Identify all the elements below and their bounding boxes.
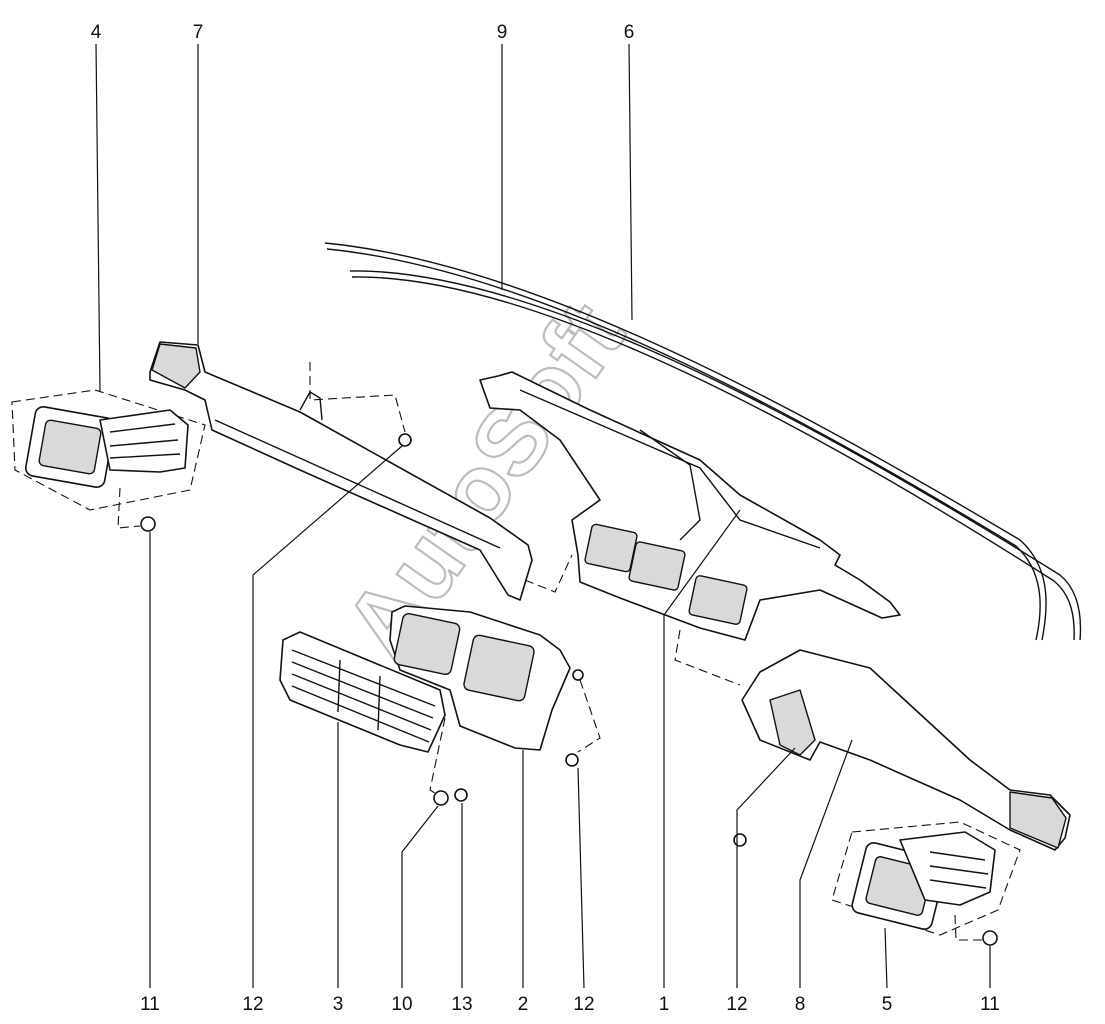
screw-12-right <box>733 833 747 847</box>
leader-lines <box>95 43 991 989</box>
callout-12-a: 12 <box>242 994 263 1015</box>
fasteners <box>140 433 998 946</box>
callout-4-top: 4 <box>91 22 102 43</box>
nut-10 <box>433 790 449 806</box>
callout-11-left: 11 <box>140 994 160 1015</box>
callout-6-top: 6 <box>624 22 635 43</box>
callout-12-c: 12 <box>726 994 747 1015</box>
callout-13: 13 <box>451 994 472 1015</box>
seal-strip-9 <box>324 242 1047 641</box>
right-vent-5 <box>831 821 1021 936</box>
right-air-duct-8 <box>741 649 1071 851</box>
left-vent-4 <box>11 389 206 511</box>
callout-10: 10 <box>391 994 412 1015</box>
callout-3: 3 <box>333 994 344 1015</box>
callout-1: 1 <box>659 994 670 1015</box>
clip-11-left <box>140 516 156 532</box>
callout-9-top: 9 <box>497 22 508 43</box>
callout-8: 8 <box>795 994 806 1015</box>
screw-12-duct2 <box>572 669 584 681</box>
screw-12-centre <box>565 753 579 767</box>
assembly-lines <box>117 362 982 941</box>
central-air-duct-1 <box>479 371 901 641</box>
callout-5: 5 <box>882 994 893 1015</box>
callout-2: 2 <box>518 994 529 1015</box>
callout-numbers: 4 7 9 6 11 12 3 10 13 2 12 1 12 8 5 11 <box>91 22 1000 1015</box>
centre-vent-housing-2 <box>389 605 571 751</box>
clip-11-right <box>982 930 998 946</box>
centre-grille-3 <box>279 631 446 753</box>
callout-12-b: 12 <box>573 994 594 1015</box>
left-air-duct-7 <box>149 341 533 601</box>
seal-strip-6 <box>349 270 1082 641</box>
screw-12-left <box>398 433 412 447</box>
screw-13 <box>454 788 468 802</box>
callout-7-top: 7 <box>193 22 204 43</box>
callout-11-right: 11 <box>980 994 1000 1015</box>
